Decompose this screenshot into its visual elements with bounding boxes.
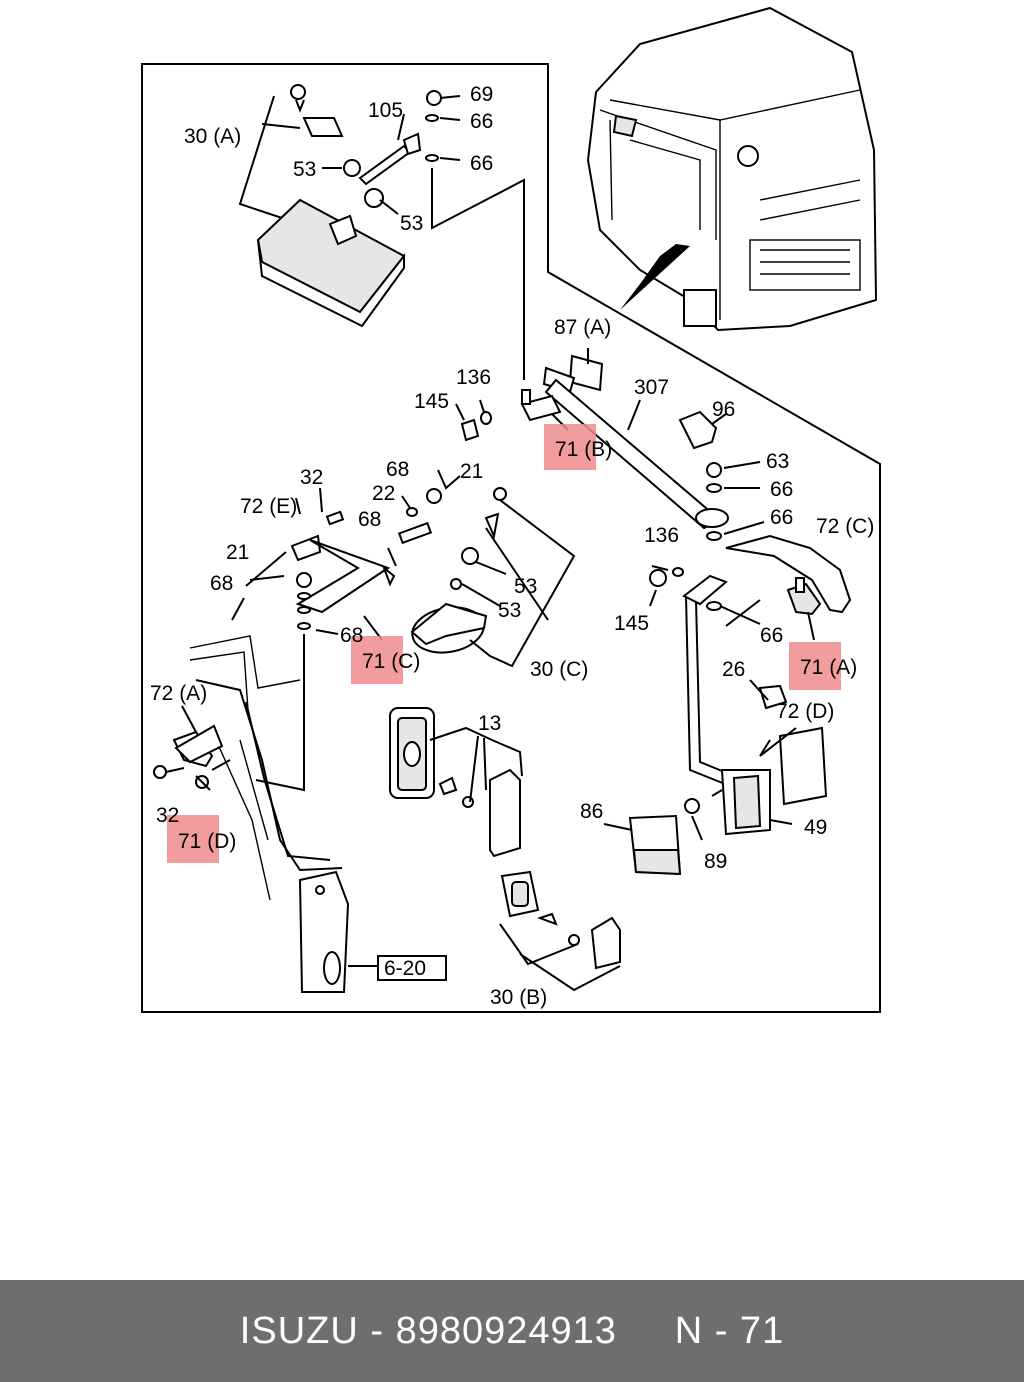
label-26: 26	[722, 658, 745, 681]
label-69: 69	[470, 83, 493, 106]
label-13: 13	[478, 712, 501, 735]
highlight-71d	[167, 815, 219, 863]
footer-page-ref: N - 71	[674, 1309, 785, 1352]
truck-cab-illustration	[586, 6, 878, 332]
parts-diagram: 30 (A) 105 69 66 66 53 53 87 (A) 307 136…	[141, 6, 881, 1013]
label-6-20: 6-20	[384, 957, 426, 980]
door-panel-left	[153, 635, 447, 993]
label-22: 22	[372, 482, 395, 505]
label-30a: 30 (A)	[184, 125, 241, 148]
diagram-frame	[141, 63, 881, 1013]
label-32: 32	[300, 466, 323, 489]
label-71b: 71 (B)	[555, 438, 612, 461]
label-86: 86	[580, 800, 603, 823]
side-lamp-group	[389, 707, 621, 992]
label-66: 66	[770, 478, 793, 501]
label-49: 49	[804, 816, 827, 839]
label-72c: 72 (C)	[816, 515, 874, 538]
label-71d: 71 (D)	[178, 830, 236, 853]
footer-part-number: 8980924913	[395, 1309, 617, 1352]
label-136: 136	[644, 524, 679, 547]
label-96: 96	[712, 398, 735, 421]
label-145: 145	[614, 612, 649, 635]
label-53: 53	[498, 599, 521, 622]
label-72a: 72 (A)	[150, 682, 207, 705]
label-30b: 30 (B)	[490, 986, 547, 1009]
label-68: 68	[210, 572, 233, 595]
label-53: 53	[293, 158, 316, 181]
footer-bar: ISUZU - 8980924913 N - 71	[0, 1280, 1024, 1382]
label-68: 68	[340, 624, 363, 647]
highlight-71c	[351, 636, 403, 684]
label-68: 68	[358, 508, 381, 531]
label-66: 66	[760, 624, 783, 647]
label-89: 89	[704, 850, 727, 873]
footer-spacer	[617, 1310, 675, 1353]
label-72e: 72 (E)	[240, 495, 297, 518]
mirror-30c	[231, 469, 576, 792]
label-68: 68	[386, 458, 409, 481]
label-21: 21	[460, 460, 483, 483]
mirror-30a	[238, 84, 525, 380]
mirror-stay-307	[455, 348, 765, 541]
mirror-arm-right	[603, 534, 852, 876]
label-53: 53	[400, 212, 423, 235]
label-71a: 71 (A)	[800, 656, 857, 679]
label-66: 66	[770, 506, 793, 529]
label-105: 105	[368, 99, 403, 122]
label-87a: 87 (A)	[554, 316, 611, 339]
highlight-71b	[544, 424, 596, 470]
label-21: 21	[226, 541, 249, 564]
label-30c: 30 (C)	[530, 658, 588, 681]
label-32: 32	[156, 804, 179, 827]
label-72d: 72 (D)	[776, 700, 834, 723]
label-145: 145	[414, 390, 449, 413]
footer-brand: ISUZU	[239, 1309, 359, 1352]
label-53: 53	[514, 575, 537, 598]
label-307: 307	[634, 376, 669, 399]
label-136: 136	[456, 366, 491, 389]
footer-separator: -	[358, 1309, 396, 1352]
label-66: 66	[470, 110, 493, 133]
label-63: 63	[766, 450, 789, 473]
label-66: 66	[470, 152, 493, 175]
highlight-71a	[789, 642, 841, 690]
label-71c: 71 (C)	[362, 650, 420, 673]
